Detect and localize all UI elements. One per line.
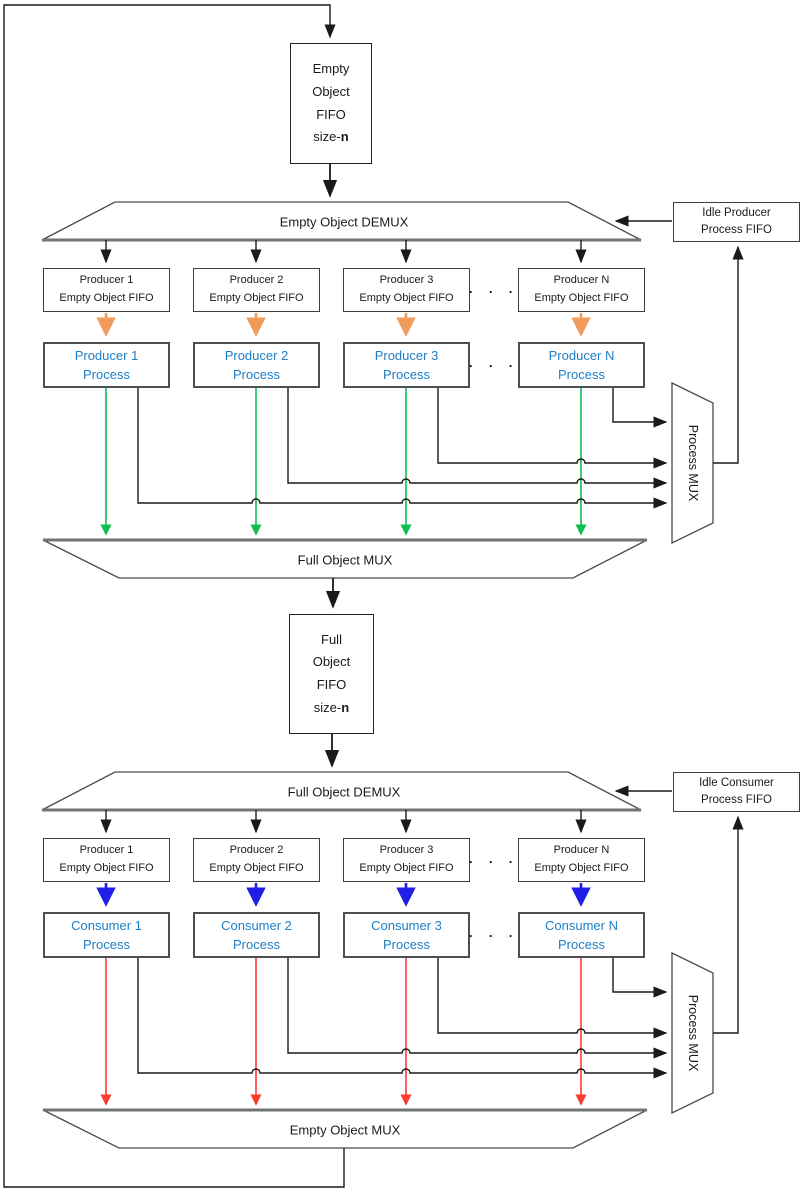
ellipsis-producer-fifo-row: · · · xyxy=(468,284,520,300)
ellipsis-consumer-process-row: · · · xyxy=(468,928,520,944)
feedback-loop-empty-mux-to-empty-fifo xyxy=(3,4,345,1188)
idle-consumer-line1: Idle Consumer xyxy=(699,776,774,789)
consumer-process-to-process-mux-routes xyxy=(137,958,668,1079)
producer-process-to-full-mux-arrows xyxy=(100,388,587,536)
idle-producer-line2: Process FIFO xyxy=(701,224,772,236)
empty-object-fifo-line3: FIFO xyxy=(316,106,346,122)
empty-object-fifo-box: Empty Object FIFO size-n xyxy=(290,43,372,164)
arrow-process-mux-to-idle-consumer xyxy=(713,815,744,1034)
producer-process-to-process-mux-routes xyxy=(137,388,668,509)
empty-object-mux-label: Empty Object MUX xyxy=(289,1122,401,1138)
empty-object-fifo-size: size-n xyxy=(313,129,349,145)
empty-object-fifo-line2: Object xyxy=(312,83,350,99)
arrow-process-mux-to-idle-producer xyxy=(713,245,744,464)
demux-to-producer-fifo-arrows xyxy=(100,240,587,264)
empty-object-demux-label: Empty Object DEMUX xyxy=(279,214,409,230)
process-mux-bottom-label: Process MUX xyxy=(686,994,700,1072)
process-mux-bottom-shape xyxy=(671,951,714,1115)
full-object-demux-shape xyxy=(41,771,642,812)
idle-producer-process-fifo-box: Idle Producer Process FIFO xyxy=(673,202,800,242)
full-object-mux-shape xyxy=(42,538,648,579)
idle-consumer-process-fifo-box: Idle Consumer Process FIFO xyxy=(673,772,800,812)
full-object-mux-label: Full Object MUX xyxy=(297,552,393,568)
idle-consumer-line2: Process FIFO xyxy=(701,794,772,806)
ellipsis-producer-process-row: · · · xyxy=(468,358,520,374)
process-mux-top-label: Process MUX xyxy=(686,424,700,502)
full-object-fifo-line3: FIFO xyxy=(316,677,347,692)
full-object-fifo-line2: Object xyxy=(312,654,351,670)
ellipsis-consumer-fifo-row: · · · xyxy=(468,854,520,870)
demux-to-consumer-fifo-arrows xyxy=(100,810,587,834)
full-object-fifo-box: Full Object FIFO size-n xyxy=(289,614,374,734)
idle-producer-line1: Idle Producer xyxy=(702,206,771,219)
producer-fifo-to-process-arrows xyxy=(96,313,591,337)
consumer-process-to-empty-mux-arrows xyxy=(100,958,587,1106)
empty-object-demux-shape xyxy=(41,201,642,242)
full-object-fifo-size: size-n xyxy=(313,699,350,715)
full-object-demux-label: Full Object DEMUX xyxy=(287,784,401,800)
empty-object-mux-shape xyxy=(42,1108,648,1149)
full-object-fifo-line1: Full xyxy=(321,631,342,647)
consumer-fifo-to-process-arrows xyxy=(96,883,591,907)
empty-object-fifo-line1: Empty xyxy=(312,61,350,76)
process-mux-top-shape xyxy=(671,381,714,545)
